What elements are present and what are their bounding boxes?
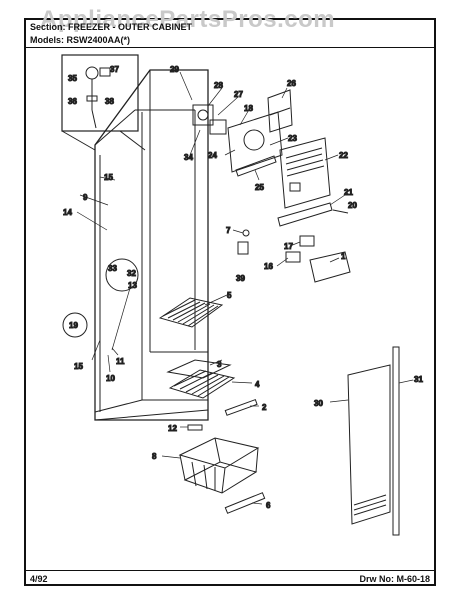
fan-motor-assembly <box>192 104 227 135</box>
callout-number: 1 <box>341 252 346 261</box>
callout-number: 33 <box>108 264 117 273</box>
callout-number: 5 <box>227 291 232 300</box>
callout-number: 36 <box>68 97 77 106</box>
callout-number: 27 <box>234 90 243 99</box>
tray-3 <box>166 359 232 379</box>
cabinet-shell <box>94 69 209 421</box>
callout-number: 25 <box>255 183 264 192</box>
rail-2 <box>224 399 258 416</box>
part-39 <box>237 241 249 255</box>
callout-number: 32 <box>127 269 136 278</box>
callout-number: 15 <box>104 173 113 182</box>
inset-box <box>61 54 146 151</box>
callout-number: 22 <box>339 151 348 160</box>
fan-shroud-23 <box>227 111 283 177</box>
part-16 <box>285 251 301 263</box>
callout-number: 29 <box>170 65 179 74</box>
callout-number: 24 <box>208 151 217 160</box>
callout-number: 38 <box>105 97 114 106</box>
watermark: AppliancePartsPros.com <box>40 6 336 33</box>
callout-number: 10 <box>106 374 115 383</box>
callout-number: 18 <box>244 104 253 113</box>
callout-number: 35 <box>68 74 77 83</box>
callout-number: 34 <box>184 153 193 162</box>
back-panel-30 <box>347 364 391 525</box>
callout-number: 12 <box>168 424 177 433</box>
callout-number: 11 <box>116 357 125 366</box>
cover-1 <box>309 251 351 283</box>
part-17 <box>299 235 315 247</box>
bracket-26 <box>267 89 293 133</box>
callout-number: 23 <box>288 134 297 143</box>
detail-circle-19 <box>62 312 88 338</box>
callout-number: 21 <box>344 188 353 197</box>
callout-number: 28 <box>214 81 223 90</box>
header-divider <box>24 47 436 48</box>
callout-number: 30 <box>314 399 323 408</box>
callout-number: 20 <box>348 201 357 210</box>
callout-number: 16 <box>264 262 273 271</box>
callout-number: 14 <box>63 208 72 217</box>
evaporator-cover-22 <box>279 137 331 209</box>
callout-number: 3 <box>217 360 222 369</box>
callout-number: 9 <box>83 193 88 202</box>
callout-number: 13 <box>128 281 137 290</box>
callout-number: 31 <box>414 375 423 384</box>
footer-divider <box>24 570 436 571</box>
section-title: Section: FREEZER - OUTER CABINET <box>30 22 193 32</box>
rail-6 <box>224 492 266 514</box>
clip-12 <box>187 424 203 431</box>
callout-number: 39 <box>236 274 245 283</box>
callout-number: 4 <box>255 380 260 389</box>
callout-number: 37 <box>110 65 119 74</box>
callout-number: 17 <box>284 242 293 251</box>
footer-drawing-number: Drw No: M-60-18 <box>359 574 430 584</box>
callout-number: 8 <box>152 452 157 461</box>
callout-number: 19 <box>69 321 78 330</box>
part-7 <box>242 229 250 237</box>
callout-number: 6 <box>266 501 271 510</box>
strip-31 <box>392 346 400 536</box>
leader-lines <box>76 71 414 505</box>
footer-date: 4/92 <box>30 574 48 584</box>
models-label: Models: RSW2400AA(*) <box>30 35 131 45</box>
callout-number: 15 <box>74 362 83 371</box>
callout-number: 2 <box>262 403 267 412</box>
callout-number: 7 <box>226 226 231 235</box>
detail-circle-32-33 <box>105 258 139 292</box>
screw-20 <box>332 209 349 214</box>
bracket-21 <box>277 202 333 227</box>
wire-basket-8 <box>178 437 260 494</box>
diagram-frame <box>24 18 436 586</box>
wire-shelf-5 <box>158 297 224 328</box>
callout-number: 26 <box>287 79 296 88</box>
